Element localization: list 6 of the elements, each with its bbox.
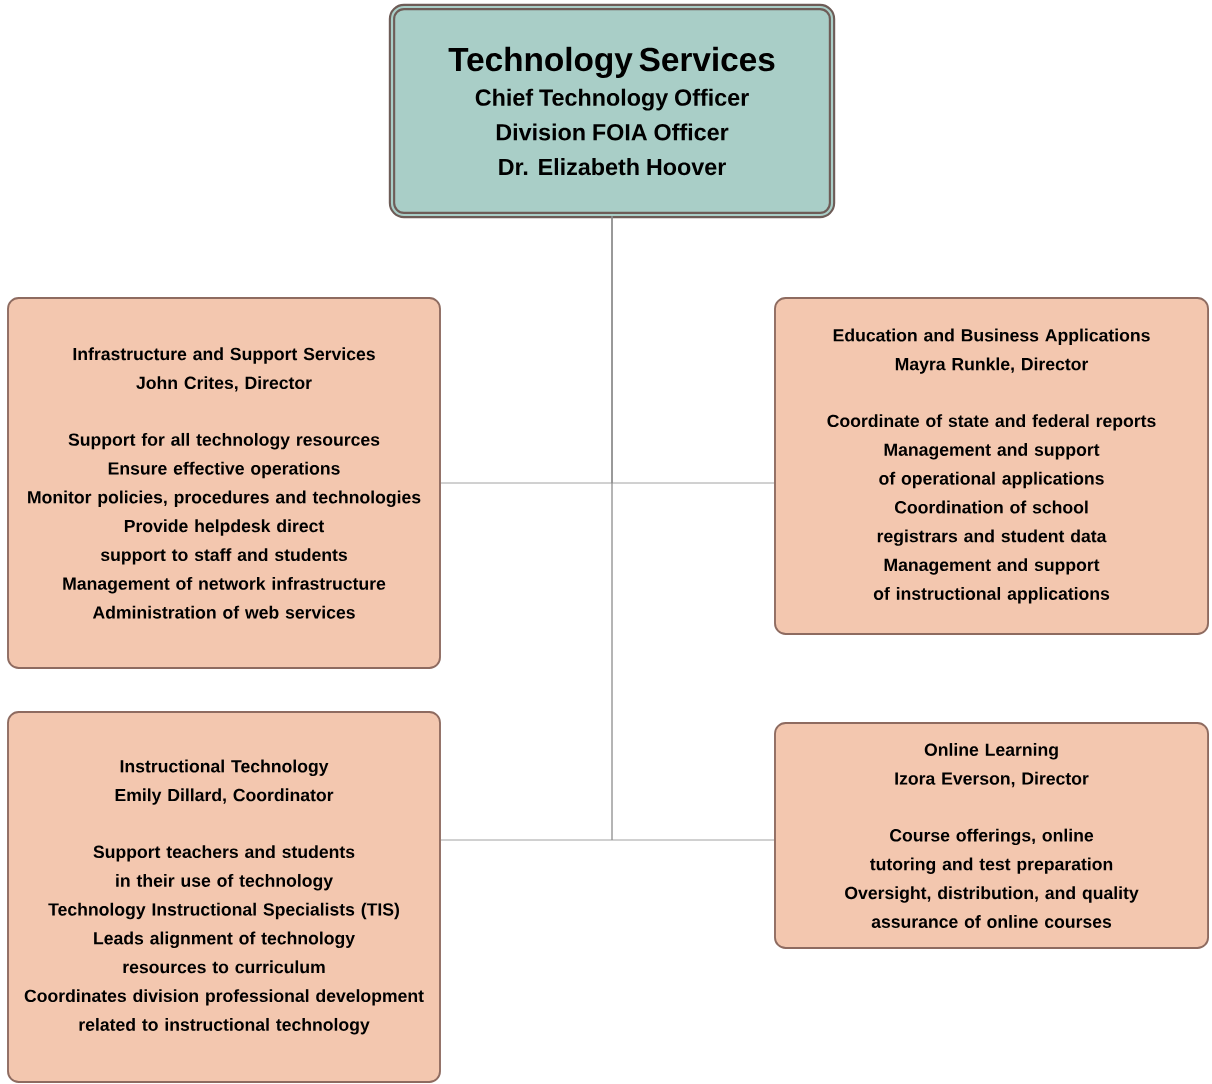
org-box: Online Learning Izora Everson, Director Course offerings, online tutoring and test preparation Oversight, distribution, and quality assurance of online courses: [774, 722, 1209, 949]
connector-line: [611, 215, 775, 841]
org-box: Technology Services Chief Technology Officer Division FOIA Officer Dr. Elizabeth Hoover: [388, 3, 836, 219]
org-box: Instructional Technology Emily Dillard, Coordinator Support teachers and students in their use of technology Technology Instructional Specialists (TIS) Leads alignment of technology resources to curriculum Coordinates division professional development related to instructional technology: [7, 711, 441, 1083]
org-box: Infrastructure and Support Services John Crites, Director Support for all technology resources Ensure effective operations Monitor policies, procedures and technologies Provide helpdesk direct support to staff and students Management of network infrastructure Administration of web services: [7, 297, 441, 669]
org-box: Education and Business Applications Mayra Runkle, Director Coordinate of state and federal reports Management and support of operational applications Coordination of school registrars and student data Management and support of instructional applications: [774, 297, 1209, 635]
